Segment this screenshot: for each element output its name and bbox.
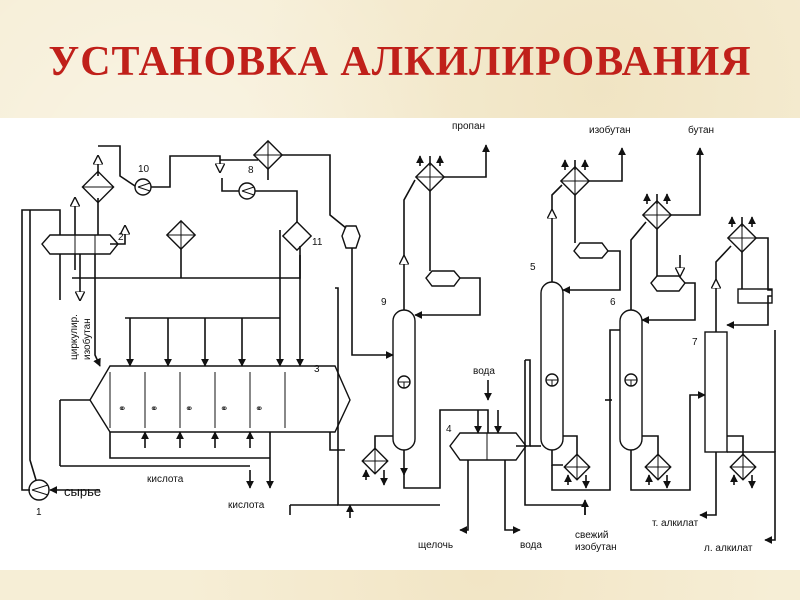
separator-2 (41, 234, 119, 255)
pipelines (21, 144, 776, 544)
cooler-11 (281, 220, 313, 252)
equipment-labels: 1 2 3 4 5 6 7 8 9 10 11 (36, 164, 698, 518)
label-4: 4 (446, 424, 452, 435)
reboiler-5 (563, 453, 591, 481)
label-9: 9 (381, 297, 387, 308)
svg-text:⚭: ⚭ (185, 404, 193, 415)
label-6: 6 (610, 297, 616, 308)
stream-acid-bottom: кислота (228, 500, 265, 511)
condenser-6 (641, 199, 673, 231)
exchanger-top-8 (252, 139, 284, 171)
condenser-9 (414, 161, 446, 193)
stream-isobutane: изобутан (589, 124, 631, 136)
pump-10 (134, 178, 152, 196)
column-7 (704, 331, 728, 453)
exchanger-above-2 (81, 170, 115, 204)
reflux-drum-6 (650, 275, 686, 292)
stream-recycle-1: циркулир. (69, 314, 80, 360)
svg-text:⚭: ⚭ (118, 404, 126, 415)
stream-butane: бутан (688, 124, 714, 136)
label-2: 2 (118, 232, 124, 243)
svg-text:⚭: ⚭ (150, 404, 158, 415)
stream-acid-top: кислота (147, 474, 184, 485)
column-5 (540, 281, 564, 451)
label-3: 3 (314, 364, 320, 375)
reflux-drum-7 (737, 288, 773, 304)
reactor-3: ⚭ ⚭ ⚭ ⚭ ⚭ (89, 365, 351, 433)
stream-water-out: вода (520, 540, 542, 551)
label-8: 8 (248, 165, 254, 176)
pump-1 (28, 479, 50, 501)
svg-text:⚭: ⚭ (255, 404, 263, 415)
svg-text:⚭: ⚭ (220, 404, 228, 415)
stream-water-in: вода (473, 366, 495, 377)
reboiler-9 (361, 447, 389, 475)
condenser-5 (559, 165, 591, 197)
stream-propane: пропан (452, 121, 485, 132)
reboiler-7 (729, 453, 757, 481)
label-10: 10 (138, 164, 150, 175)
reboiler-6 (644, 453, 672, 481)
drum-small (341, 225, 361, 249)
stream-feed: сырье (64, 484, 101, 499)
column-9 (392, 309, 416, 451)
label-7: 7 (692, 337, 698, 348)
label-1: 1 (36, 507, 42, 518)
reflux-drum-9 (425, 270, 461, 287)
stream-fresh-isobutane-2: изобутан (575, 541, 617, 553)
stream-light-alkylate: л. алкилат (704, 543, 753, 554)
settler-4 (449, 432, 527, 461)
pump-8 (238, 182, 256, 200)
exchanger-right-10 (165, 219, 197, 251)
label-5: 5 (530, 262, 536, 273)
condenser-7 (726, 222, 758, 254)
stream-recycle-2: изобутан (81, 318, 93, 360)
stream-alkali: щелочь (418, 540, 453, 551)
reflux-drum-5 (573, 242, 609, 259)
stream-fresh-isobutane-1: свежий (575, 530, 609, 541)
label-11: 11 (312, 237, 323, 248)
stream-heavy-alkylate: т. алкилат (652, 518, 699, 529)
stream-labels: пропан изобутан бутан вода кислота кисло… (64, 121, 753, 554)
column-6 (619, 309, 643, 451)
slide-title: УСТАНОВКА АЛКИЛИРОВАНИЯ (48, 39, 752, 85)
